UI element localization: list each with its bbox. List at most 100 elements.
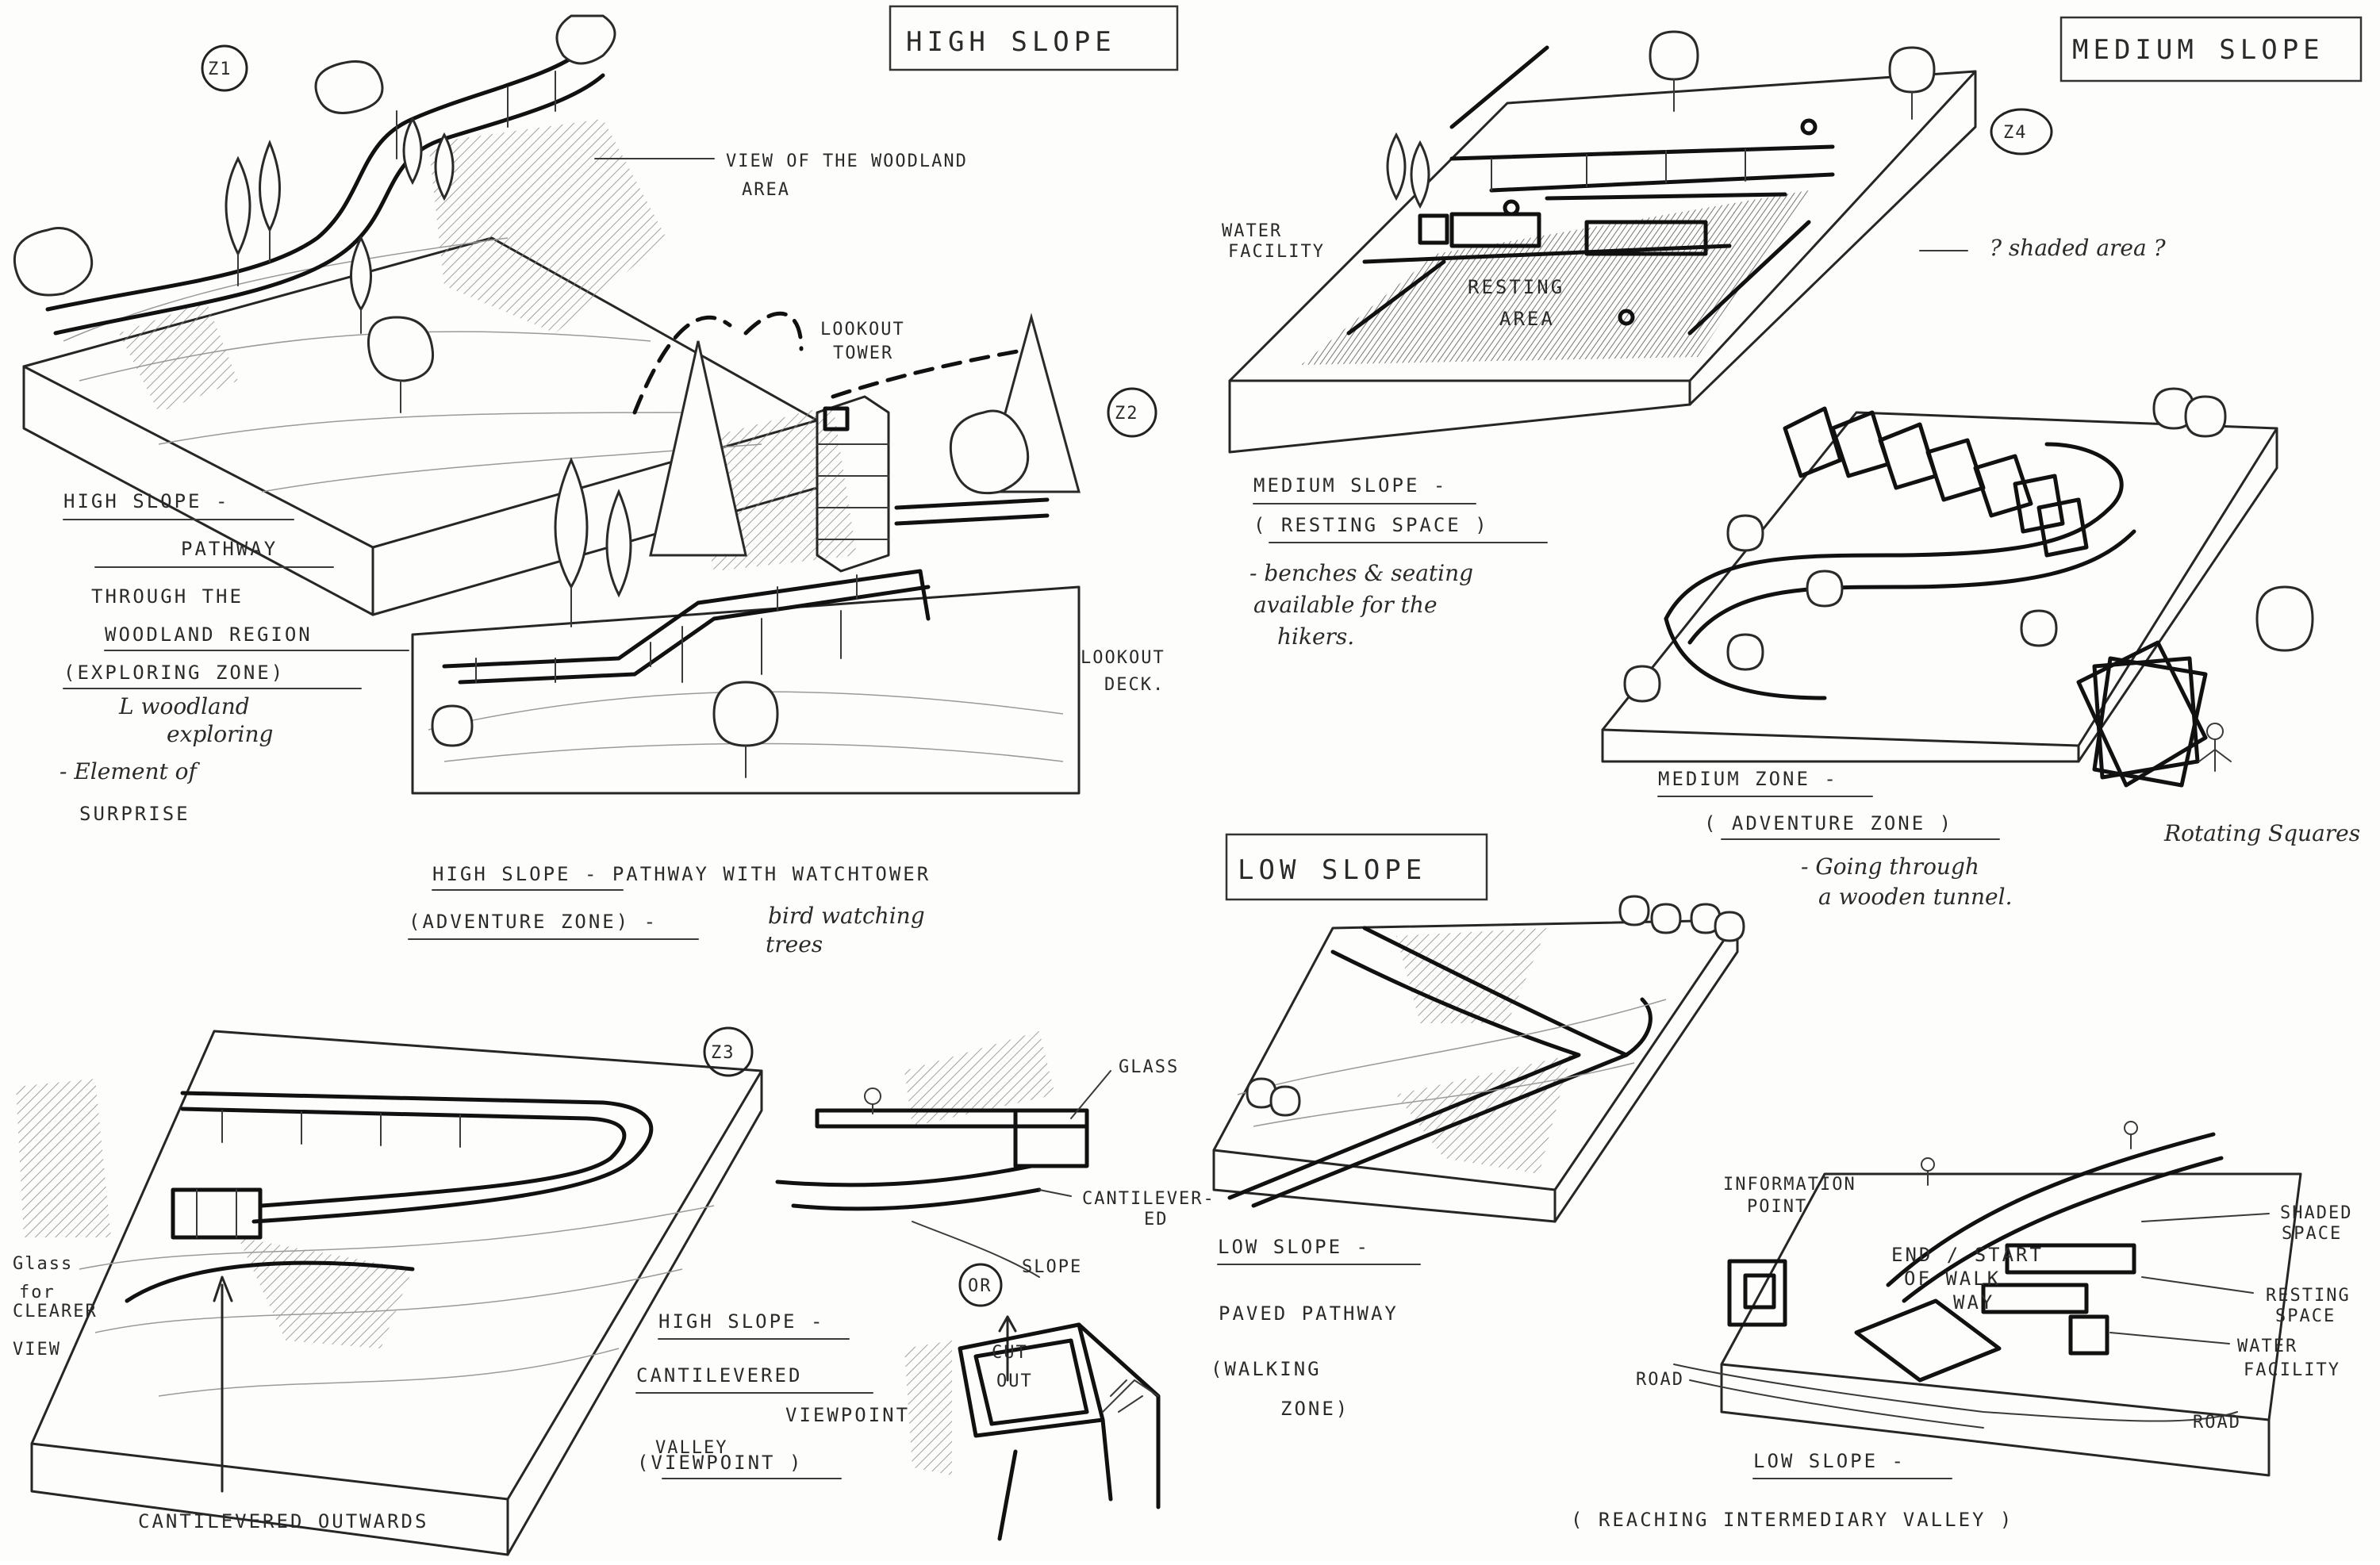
z2-caption: HIGH SLOPE - PATHWAY WITH WATCHTOWER (AD…: [409, 863, 931, 957]
svg-text:( RESTING SPACE ): ( RESTING SPACE ): [1253, 514, 1489, 536]
svg-text:ED: ED: [1144, 1210, 1169, 1229]
svg-text:- Element of: - Element of: [60, 758, 200, 784]
svg-text:trees: trees: [766, 931, 823, 957]
svg-text:GLASS: GLASS: [1119, 1057, 1179, 1077]
svg-text:WATER: WATER: [2237, 1337, 2297, 1356]
svg-text:Glass: Glass: [13, 1254, 73, 1274]
svg-text:HIGH SLOPE -: HIGH SLOPE -: [63, 490, 229, 512]
svg-text:- Going through: - Going through: [1801, 853, 1979, 880]
svg-text:a wooden tunnel.: a wooden tunnel.: [1818, 884, 2012, 910]
svg-text:ROAD: ROAD: [1636, 1370, 1684, 1390]
zone-or-marker: OR: [960, 1264, 1001, 1306]
svg-text:OUT: OUT: [996, 1371, 1033, 1391]
svg-text:SPACE: SPACE: [2282, 1224, 2342, 1244]
svg-text:Z1: Z1: [208, 59, 232, 79]
z1-caption: HIGH SLOPE - PATHWAY THROUGH THE WOODLAN…: [60, 490, 409, 825]
z3-sketch: [16, 1031, 762, 1555]
svg-text:RESTING: RESTING: [2266, 1286, 2351, 1306]
svg-text:- benches & seating: - benches & seating: [1250, 560, 1473, 586]
svg-text:Z4: Z4: [2003, 123, 2028, 143]
svg-text:POINT: POINT: [1747, 1197, 1807, 1217]
medium-zone-sketch: [1603, 389, 2313, 785]
z2-sketch: [413, 313, 1079, 793]
low-walk-caption: LOW SLOPE - PAVED PATHWAY (WALKING ZONE): [1211, 1236, 1420, 1420]
svg-text:LOW SLOPE -: LOW SLOPE -: [1753, 1450, 1906, 1472]
svg-text:CLEARER: CLEARER: [13, 1302, 98, 1321]
svg-text:PATHWAY: PATHWAY: [181, 538, 278, 560]
z4-sketch: [1230, 32, 1975, 452]
svg-text:CANTILEVERED OUTWARDS: CANTILEVERED OUTWARDS: [138, 1510, 428, 1532]
svg-text:END / START: END / START: [1891, 1244, 2044, 1266]
svg-text:THROUGH THE: THROUGH THE: [91, 585, 244, 608]
svg-text:ZONE): ZONE): [1280, 1398, 1349, 1420]
svg-text:SLOPE: SLOPE: [1022, 1257, 1082, 1277]
svg-text:HIGH SLOPE: HIGH SLOPE: [906, 26, 1116, 58]
svg-text:SURPRISE: SURPRISE: [79, 803, 190, 825]
header-low-slope: LOW SLOPE: [1226, 834, 1487, 899]
svg-text:MEDIUM SLOPE -: MEDIUM SLOPE -: [1253, 474, 1447, 497]
z2-lookout-deck-label: LOOKOUT DECK.: [1081, 648, 1165, 695]
svg-text:FACILITY: FACILITY: [1228, 242, 1325, 262]
cantilever-caption: HIGH SLOPE - CANTILEVERED VIEWPOINT VALL…: [636, 1310, 910, 1479]
svg-text:HIGH SLOPE -: HIGH SLOPE -: [658, 1310, 824, 1333]
svg-text:PAVED PATHWAY: PAVED PATHWAY: [1219, 1302, 1399, 1325]
svg-text:MEDIUM ZONE -: MEDIUM ZONE -: [1658, 768, 1838, 790]
svg-text:( REACHING INTERMEDIARY VALLEY: ( REACHING INTERMEDIARY VALLEY ): [1571, 1509, 2013, 1531]
svg-text:CANTILEVERED: CANTILEVERED: [636, 1364, 802, 1387]
svg-text:LOOKOUT: LOOKOUT: [1081, 648, 1165, 668]
svg-text:exploring: exploring: [167, 721, 273, 747]
zone-z1-marker: Z1: [202, 46, 247, 90]
svg-text:hikers.: hikers.: [1277, 623, 1354, 650]
svg-text:OR: OR: [968, 1276, 992, 1296]
svg-text:CANTILEVER-: CANTILEVER-: [1082, 1189, 1215, 1209]
svg-text:OF WALK: OF WALK: [1904, 1268, 2001, 1290]
medium-zone-caption: MEDIUM ZONE - ( ADVENTURE ZONE ) - Going…: [1658, 768, 2360, 910]
svg-text:WAY: WAY: [1953, 1291, 1994, 1314]
svg-text:( ADVENTURE ZONE ): ( ADVENTURE ZONE ): [1704, 812, 1953, 834]
zone-z4-marker: Z4: [1991, 109, 2052, 154]
svg-text:Z3: Z3: [711, 1043, 735, 1063]
svg-text:LOW SLOPE: LOW SLOPE: [1238, 854, 1426, 886]
svg-text:(ADVENTURE ZONE) -: (ADVENTURE ZONE) -: [409, 911, 658, 933]
svg-text:(VIEWPOINT ): (VIEWPOINT ): [637, 1452, 803, 1474]
low-valley-caption: LOW SLOPE - ( REACHING INTERMEDIARY VALL…: [1571, 1450, 2013, 1531]
svg-text:VIEWPOINT: VIEWPOINT: [785, 1404, 910, 1426]
svg-text:DECK.: DECK.: [1104, 675, 1165, 695]
svg-text:WOODLAND REGION: WOODLAND REGION: [105, 623, 313, 646]
z1-view-label: VIEW OF THE WOODLAND AREA: [595, 152, 968, 200]
svg-text:VIEW: VIEW: [13, 1340, 61, 1360]
svg-text:Z2: Z2: [1115, 404, 1139, 424]
svg-text:L woodland: L woodland: [118, 693, 250, 719]
low-walk-sketch: [1214, 896, 1744, 1222]
svg-text:for: for: [19, 1283, 56, 1302]
z4-caption: MEDIUM SLOPE - ( RESTING SPACE ) - bench…: [1250, 474, 1547, 650]
z3-caption: CANTILEVERED OUTWARDS: [138, 1510, 428, 1532]
svg-text:CUT: CUT: [992, 1343, 1028, 1363]
svg-text:RESTING: RESTING: [1468, 276, 1564, 298]
svg-text:WATER: WATER: [1222, 221, 1282, 241]
z3-glass-label: Glass for CLEARER VIEW: [13, 1254, 98, 1360]
svg-text:MEDIUM SLOPE: MEDIUM SLOPE: [2072, 34, 2324, 66]
svg-text:INFORMATION: INFORMATION: [1723, 1175, 1856, 1195]
z4-shaded-area-note: ? shaded area ?: [1920, 235, 2167, 261]
svg-text:TOWER: TOWER: [833, 343, 893, 363]
zone-z2-marker: Z2: [1108, 389, 1156, 436]
header-high-slope: HIGH SLOPE: [890, 6, 1177, 70]
svg-text:Rotating Squares: Rotating Squares: [2163, 820, 2360, 846]
svg-text:FACILITY: FACILITY: [2244, 1360, 2340, 1380]
svg-text:AREA: AREA: [742, 180, 790, 200]
svg-text:HIGH SLOPE - PATHWAY WITH WATC: HIGH SLOPE - PATHWAY WITH WATCHTOWER: [432, 863, 931, 885]
svg-text:VIEW OF THE WOODLAND: VIEW OF THE WOODLAND: [726, 152, 968, 171]
svg-text:LOOKOUT: LOOKOUT: [820, 320, 905, 339]
svg-text:(WALKING: (WALKING: [1211, 1358, 1322, 1380]
svg-text:LOW SLOPE -: LOW SLOPE -: [1218, 1236, 1370, 1258]
svg-text:AREA: AREA: [1499, 308, 1555, 330]
svg-text:(EXPLORING ZONE): (EXPLORING ZONE): [63, 662, 285, 684]
svg-text:SHADED: SHADED: [2280, 1203, 2352, 1223]
svg-text:available for the: available for the: [1253, 592, 1438, 618]
z2-lookout-tower-label: LOOKOUT TOWER: [820, 320, 905, 363]
z4-water-facility-label: WATER FACILITY: [1222, 221, 1325, 262]
svg-text:bird watching: bird watching: [768, 903, 925, 929]
